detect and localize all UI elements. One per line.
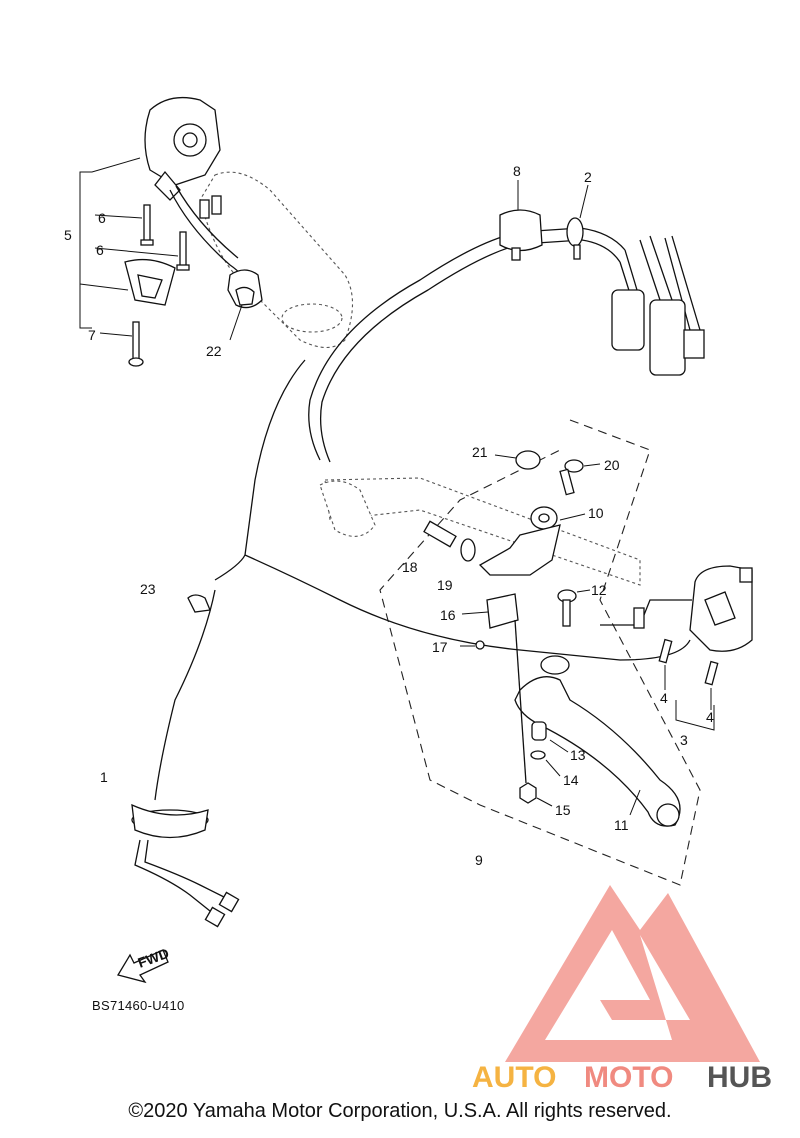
callout-5: 5 bbox=[64, 227, 72, 243]
washer-14 bbox=[530, 750, 561, 777]
adjuster-18 bbox=[423, 520, 457, 548]
left-switch-housing bbox=[124, 96, 251, 306]
callout-1: 1 bbox=[100, 769, 108, 785]
callout-14: 14 bbox=[563, 772, 579, 788]
callout-9: 9 bbox=[475, 852, 483, 868]
callout-13: 13 bbox=[570, 747, 586, 763]
screw-17 bbox=[460, 640, 485, 650]
nut-15 bbox=[514, 619, 553, 807]
callout-labels: 1 2 3 4 4 5 6 6 7 8 9 10 11 12 13 14 15 … bbox=[64, 163, 714, 868]
callout-20: 20 bbox=[604, 457, 620, 473]
callout-15: 15 bbox=[555, 802, 571, 818]
callout-2: 2 bbox=[584, 169, 592, 185]
callout-6b: 6 bbox=[96, 242, 104, 258]
diagram-code: BS71460-U410 bbox=[92, 998, 185, 1013]
callout-10: 10 bbox=[588, 505, 604, 521]
handlebar-outline bbox=[199, 171, 641, 586]
bracket-5 bbox=[79, 157, 179, 337]
clamp-22 bbox=[227, 269, 263, 341]
callout-4a: 4 bbox=[660, 690, 668, 706]
watermark-word-auto: AUTO bbox=[472, 1061, 556, 1094]
callout-19: 19 bbox=[437, 577, 453, 593]
callout-17: 17 bbox=[432, 639, 448, 655]
callout-3: 3 bbox=[680, 732, 688, 748]
sensor-band-1 bbox=[131, 803, 240, 928]
cap-21 bbox=[494, 450, 541, 470]
screw-4b bbox=[704, 660, 719, 710]
right-switch-housing bbox=[600, 565, 753, 731]
screw-6a bbox=[140, 204, 154, 246]
lever-holder-10 bbox=[478, 506, 586, 576]
screw-6b bbox=[176, 231, 190, 271]
assembly-9-boundary bbox=[379, 419, 701, 886]
callout-8: 8 bbox=[513, 163, 521, 179]
watermark-word-moto: MOTO bbox=[584, 1061, 673, 1094]
collar-13 bbox=[531, 721, 569, 753]
fwd-arrow-icon: FWD bbox=[116, 945, 171, 984]
cable-band-2 bbox=[566, 184, 589, 260]
screw-7 bbox=[128, 321, 144, 367]
callout-11: 11 bbox=[614, 817, 629, 833]
screw-4a bbox=[658, 638, 673, 690]
callout-18: 18 bbox=[402, 559, 418, 575]
callout-23: 23 bbox=[140, 581, 156, 597]
clutch-cable bbox=[308, 227, 705, 463]
callout-22: 22 bbox=[206, 343, 222, 359]
copyright-notice: ©2020 Yamaha Motor Corporation, U.S.A. A… bbox=[128, 1100, 672, 1122]
pivot-bolt-12 bbox=[557, 589, 591, 627]
callout-7: 7 bbox=[88, 327, 96, 343]
harness-wire bbox=[154, 359, 691, 801]
dial-19 bbox=[460, 538, 476, 562]
watermark-word-hub: HUB bbox=[707, 1061, 772, 1094]
watermark-logo bbox=[505, 885, 760, 1062]
lever-11 bbox=[514, 655, 681, 827]
callout-21: 21 bbox=[472, 444, 488, 460]
callout-12: 12 bbox=[591, 582, 607, 598]
cable-clamp-8 bbox=[499, 180, 543, 261]
callout-6a: 6 bbox=[98, 210, 106, 226]
clip-23 bbox=[187, 594, 211, 613]
watermark-wordmark: AUTO MOTO HUB bbox=[472, 1061, 772, 1094]
callout-16: 16 bbox=[440, 607, 456, 623]
bolt-20 bbox=[559, 459, 601, 496]
callout-4b: 4 bbox=[706, 709, 714, 725]
switch-16 bbox=[461, 593, 519, 629]
